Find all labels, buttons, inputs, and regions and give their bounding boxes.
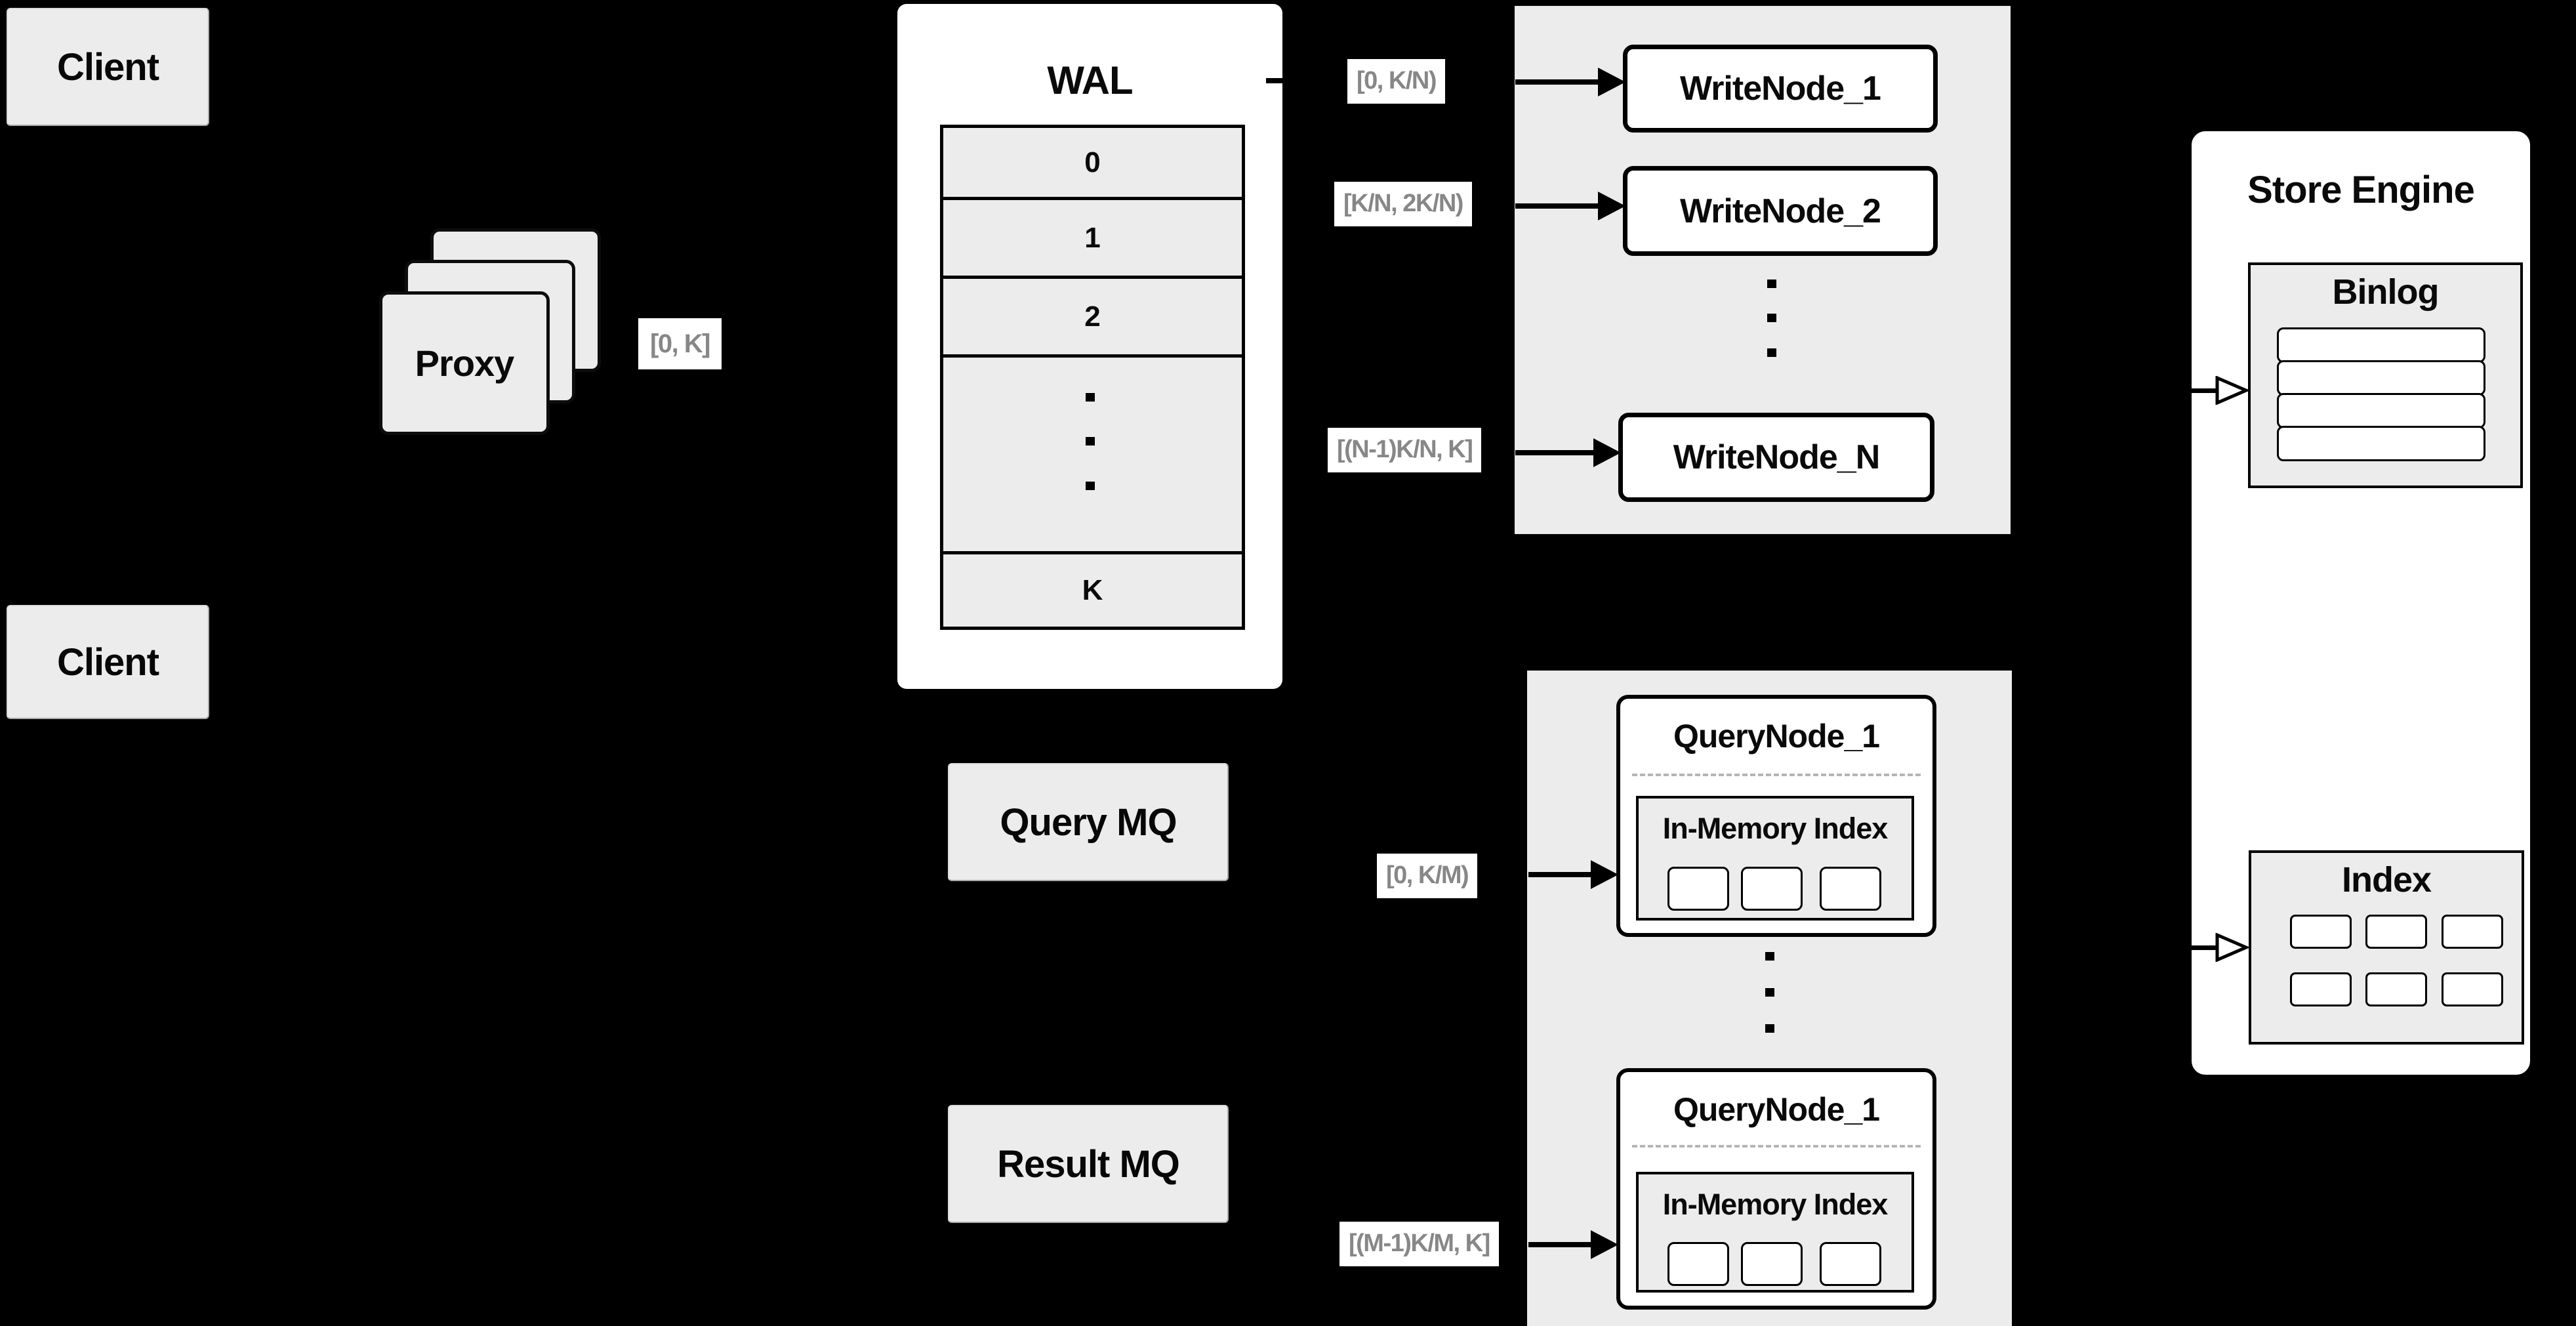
wal-segment-table: 0 1 2 K [940, 125, 1245, 630]
querynode-2-inmemory-box: In-Memory Index [1636, 1172, 1914, 1293]
client-top-box: Client [7, 8, 209, 126]
binlog-title: Binlog [2332, 272, 2440, 312]
result-mq-label: Result MQ [997, 1142, 1180, 1186]
querynode-1-box: QueryNode_1 In-Memory Index [1616, 695, 1936, 937]
index-box: Index [2249, 850, 2524, 1045]
binlog-segment [2277, 426, 2485, 461]
querynode-2-box: QueryNode_1 In-Memory Index [1616, 1068, 1936, 1310]
wal-vertical-ellipsis-icon [1086, 482, 1095, 490]
arrow-to-writenode-1-icon [1515, 68, 1625, 96]
querynode-1-divider [1632, 774, 1921, 776]
querynode-2-divider [1632, 1145, 1921, 1148]
result-mq-box: Result MQ [948, 1105, 1229, 1223]
writenode-2-box: WriteNode_2 [1623, 166, 1938, 256]
arrow-to-binlog-icon [2158, 376, 2250, 405]
querynode-1-inmemory-box: In-Memory Index [1636, 796, 1914, 921]
arrow-to-querynode-2-icon [1528, 1230, 1618, 1259]
index-segment [2442, 972, 2503, 1006]
proxy-box: Proxy [379, 291, 550, 435]
query-mq-label: Query MQ [1000, 800, 1177, 844]
wal-row-1: 1 [943, 200, 1242, 279]
querynode-vertical-ellipsis-icon [1765, 1024, 1774, 1033]
writenode-n-range-label: [(N-1)K/N, K] [1328, 428, 1482, 472]
querynode-2-title: QueryNode_1 [1673, 1091, 1880, 1128]
store-engine-title: Store Engine [2247, 169, 2475, 211]
index-segment [2442, 915, 2503, 949]
index-segment [2290, 915, 2352, 949]
inmemory-segment [1820, 1242, 1881, 1286]
store-engine-container: Store Engine Binlog Index [2188, 128, 2533, 1078]
arrow-to-index-icon [2158, 933, 2250, 962]
wal-row-2: 2 [943, 279, 1242, 358]
writenode-vertical-ellipsis-icon [1767, 348, 1776, 357]
query-mq-box: Query MQ [948, 763, 1229, 881]
inmemory-segment [1667, 1242, 1729, 1286]
binlog-box: Binlog [2248, 262, 2523, 488]
querynode-vertical-ellipsis-icon [1765, 988, 1774, 997]
querynode-1-inmemory-title: In-Memory Index [1662, 812, 1889, 845]
querynode-1-title: QueryNode_1 [1673, 718, 1880, 755]
writenode-vertical-ellipsis-icon [1767, 280, 1776, 288]
wal-row-k-label: K [1082, 574, 1103, 606]
arrow-to-querynode-1-icon [1528, 860, 1618, 889]
inmemory-segment [1741, 1242, 1803, 1286]
wal-to-writenode-line [1266, 78, 1292, 83]
index-segment [2365, 972, 2427, 1006]
wal-vertical-ellipsis-icon [1086, 437, 1095, 445]
writenode-2-range-label: [K/N, 2K/N) [1334, 182, 1472, 226]
writenode-n-label: WriteNode_N [1673, 438, 1881, 476]
writenode-n-box: WriteNode_N [1618, 413, 1934, 502]
wal-row-1-label: 1 [1084, 221, 1101, 254]
writenode-1-label: WriteNode_1 [1680, 70, 1881, 108]
wal-container: WAL 0 1 2 K [897, 4, 1282, 689]
client-bottom-box: Client [7, 605, 209, 719]
writenode-1-box: WriteNode_1 [1623, 45, 1938, 133]
querynode-2-inmemory-title: In-Memory Index [1662, 1188, 1889, 1221]
querynode-vertical-ellipsis-icon [1765, 952, 1774, 961]
index-segment [2365, 915, 2427, 949]
wal-title: WAL [1047, 58, 1133, 102]
binlog-segment [2277, 360, 2485, 396]
wal-row-0: 0 [943, 128, 1242, 200]
writenode-vertical-ellipsis-icon [1767, 314, 1776, 322]
wal-row-ellipsis [943, 358, 1242, 554]
proxy-label: Proxy [415, 342, 515, 384]
proxy-range-label: [0, K] [638, 318, 722, 369]
arrow-to-writenode-2-icon [1515, 192, 1625, 220]
binlog-segment [2277, 393, 2485, 428]
inmemory-segment [1820, 867, 1881, 911]
client-top-label: Client [56, 45, 159, 89]
writenode-2-label: WriteNode_2 [1680, 192, 1881, 230]
inmemory-segment [1667, 867, 1729, 911]
index-segment [2290, 972, 2352, 1006]
binlog-segment [2277, 327, 2485, 363]
wal-row-k: K [943, 554, 1242, 627]
querynode-1-range-label: [0, K/M) [1377, 854, 1478, 898]
arrow-to-writenode-n-icon [1515, 438, 1621, 467]
wal-row-0-label: 0 [1084, 146, 1101, 178]
inmemory-segment [1741, 867, 1803, 911]
wal-vertical-ellipsis-icon [1086, 393, 1095, 402]
wal-row-2-label: 2 [1084, 300, 1101, 333]
querynode-2-range-label: [(M-1)K/M, K] [1339, 1222, 1499, 1266]
client-bottom-label: Client [56, 640, 159, 684]
writenode-1-range-label: [0, K/N) [1347, 59, 1445, 104]
index-title: Index [2341, 860, 2432, 900]
